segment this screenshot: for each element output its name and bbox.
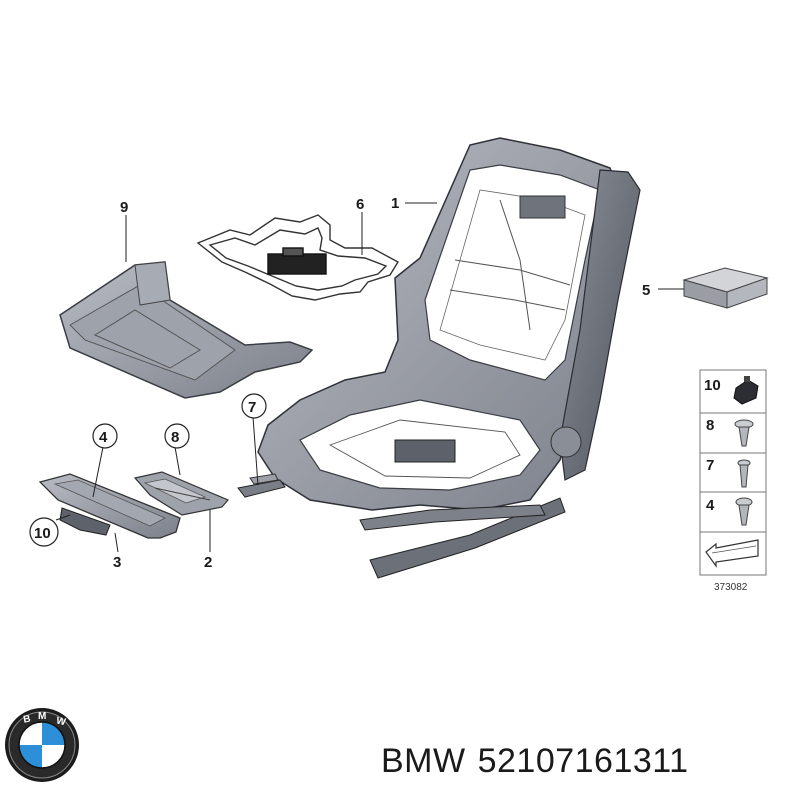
leader-lines [55,202,684,553]
screw-icon-8 [734,419,754,447]
callout-6: 6 [356,196,364,213]
callout-8: 8 [171,429,179,446]
callout-3: 3 [113,554,121,571]
callout-9: 9 [120,199,128,216]
footer-caption: BMW 52107161311 [381,742,689,781]
part-9-seat-pan-shell [59,261,314,399]
bmw-roundel-icon: B M W [5,708,79,782]
roundel-letter-w: W [55,716,67,729]
callout-10: 10 [34,525,51,542]
part-1-seat-frame [257,137,641,579]
brand-name: BMW [381,742,466,780]
callout-2: 2 [204,554,212,571]
callout-7: 7 [248,399,256,416]
part-4-tray [38,473,181,539]
callout-8-circle: 8 [164,423,190,449]
part-number: 52107161311 [477,742,689,780]
roundel-letter-m: M [38,711,46,722]
callout-5: 5 [642,282,650,299]
part-7-rail-clip [237,473,286,498]
callout-4: 4 [99,429,108,446]
legend-item-10: 10 [704,377,721,394]
callout-1: 1 [391,195,399,212]
callout-7-circle: 7 [241,393,267,419]
callout-4-circle: 4 [92,423,118,449]
legend-item-7: 7 [706,457,714,474]
part-5-module-box [682,267,769,309]
arrow-icon [705,539,759,568]
screw-icon-7 [737,459,751,488]
legend-item-8: 8 [706,417,714,434]
part-6-wire-mat [196,214,399,301]
callout-10-circle: 10 [29,517,59,547]
part-8-bracket [133,471,229,516]
legend-panel: 10 8 7 4 [699,369,767,576]
screw-icon-4 [735,497,753,526]
legend-item-4: 4 [706,497,715,514]
clip-icon [733,376,759,405]
diagram-reference-number: 373082 [714,582,748,593]
roundel-letter-b: B [22,714,31,726]
